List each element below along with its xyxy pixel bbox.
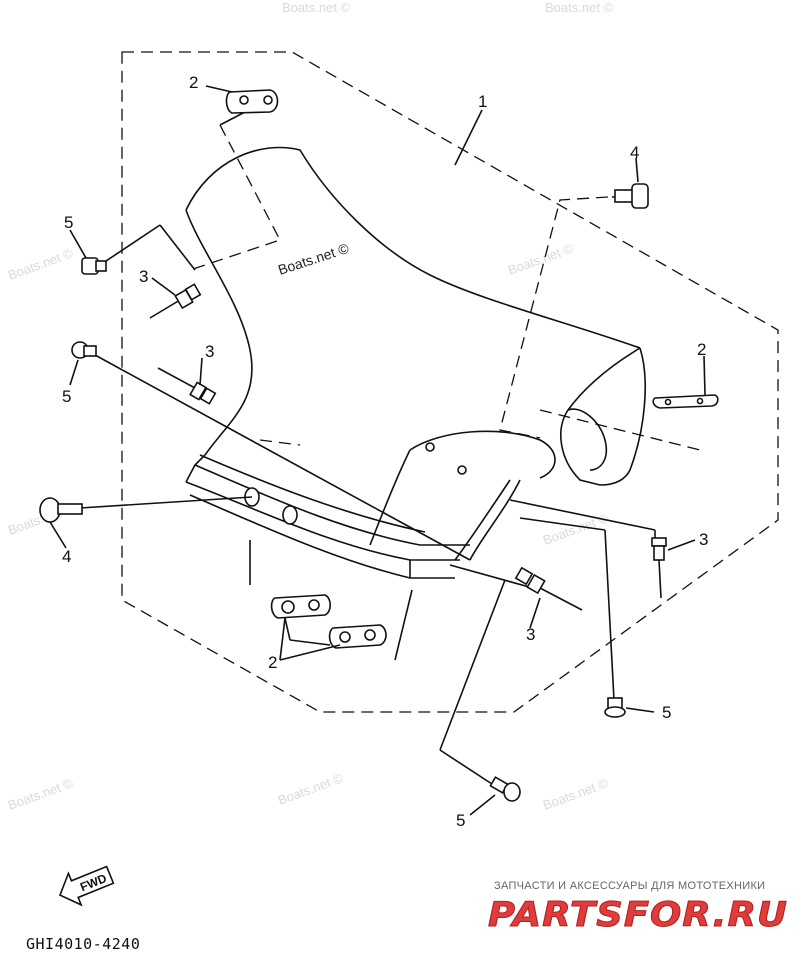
callout-3-left-mid: 3 [205,342,214,361]
drawing-code: GHI4010-4240 [26,935,140,953]
faint-watermarks: Boats.net © Boats.net © Boats.net © Boat… [6,0,614,813]
screw-right [604,697,626,718]
watermark-boats-net: Boats.net © [276,240,351,278]
callout-3-left-top: 3 [139,267,148,286]
grommet-right [282,505,298,525]
callout-5-left-mid: 5 [62,387,71,406]
windshield-body [185,146,646,579]
screw-left-top [81,257,107,275]
plate-bottom-left [270,594,332,619]
screw-bottom [489,776,521,802]
callout-2-right: 2 [697,340,706,359]
partsfor-logo: PARTSFOR.RU [488,895,788,935]
callout-leaders [49,85,706,816]
watermark-top-mid: Boats.net © [282,0,351,15]
plate-top [225,89,279,114]
callout-2-top: 2 [189,73,198,92]
rivet-left-top [149,283,202,319]
watermark-left-top: Boats.net © [6,245,76,283]
watermark-top-right: Boats.net © [545,0,614,15]
plate-right [652,394,719,409]
callout-5-left-top: 5 [64,213,73,232]
fwd-arrow-icon: FWD [58,865,115,907]
callout-4-left: 4 [62,547,71,566]
watermark-right-bottom: Boats.net © [541,775,611,813]
rivet-right [651,537,667,599]
leader-lines [79,111,701,787]
callout-3-right: 3 [699,530,708,549]
mount-hole [457,465,467,475]
callout-5-right: 5 [662,703,671,722]
rivet-left-mid [157,367,217,405]
callout-1: 1 [478,92,487,111]
mount-hole [425,442,435,452]
watermark-left-bottom: Boats.net © [6,775,76,813]
callout-2-bottom: 2 [268,653,277,672]
screw-left-mid [71,341,97,359]
callout-3-bottom: 3 [526,625,535,644]
plate-bottom-right [328,624,387,649]
assembly-boundary [121,51,779,713]
callout-5-bottom: 5 [456,811,465,830]
watermark-mid-bottom: Boats.net © [276,770,346,808]
bolt-top-right [611,183,649,209]
promo-tagline: ЗАПЧАСТИ И АКСЕССУАРЫ ДЛЯ МОТОТЕХНИКИ [494,880,765,892]
callout-4-top: 4 [630,143,639,162]
rivet-bottom [514,566,583,611]
